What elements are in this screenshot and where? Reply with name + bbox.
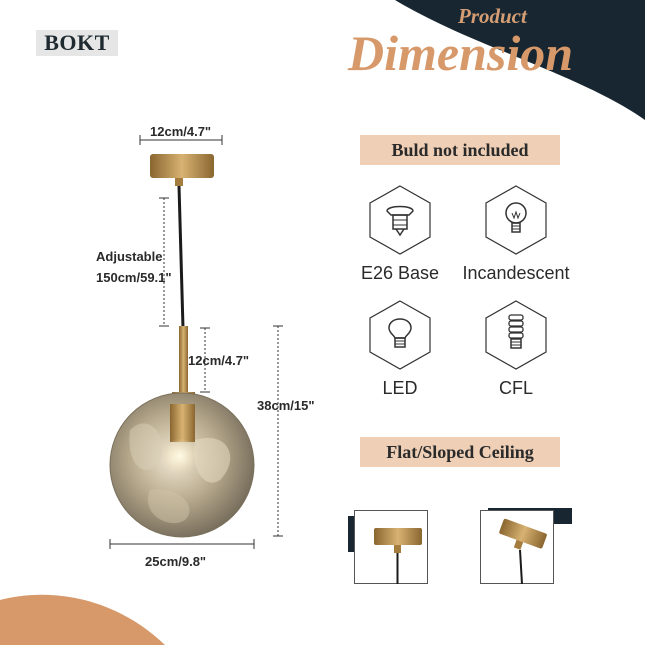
cfl-label: CFL <box>498 378 533 398</box>
stem <box>179 326 188 396</box>
pendant-lamp-illustration <box>109 135 283 549</box>
header-title: Dimension <box>348 25 574 81</box>
stem-length-label: 12cm/4.7" <box>188 353 250 368</box>
ceiling-note-banner: Flat/Sloped Ceiling <box>360 437 560 467</box>
cord <box>177 185 185 329</box>
globe-width-label: 25cm/9.8" <box>145 554 207 569</box>
incandescent-label: Incandescent <box>462 263 570 283</box>
canopy-width-label: 12cm/4.7" <box>150 124 212 139</box>
led-bulb-icon <box>369 300 431 370</box>
cord-length-label: 150cm/59.1" <box>96 270 172 285</box>
e26-base-icon <box>369 185 431 255</box>
footer-peach-shape <box>0 594 165 645</box>
cfl-bulb-icon <box>485 300 547 370</box>
cord-adjustable-label: Adjustable <box>96 249 163 264</box>
bulb-note-banner: Buld not included <box>360 135 560 165</box>
header-subtitle: Product <box>458 4 527 28</box>
total-height-label: 38cm/15" <box>257 398 315 413</box>
incandescent-bulb-icon <box>485 185 547 255</box>
led-label: LED <box>382 378 418 398</box>
sloped-ceiling-example <box>480 508 572 586</box>
header-dark-shape <box>395 0 645 120</box>
flat-ceiling-example <box>348 510 428 586</box>
brand-logo: BOKT <box>36 30 118 56</box>
e26-base-label: E26 Base <box>360 263 440 283</box>
canopy <box>150 154 214 178</box>
